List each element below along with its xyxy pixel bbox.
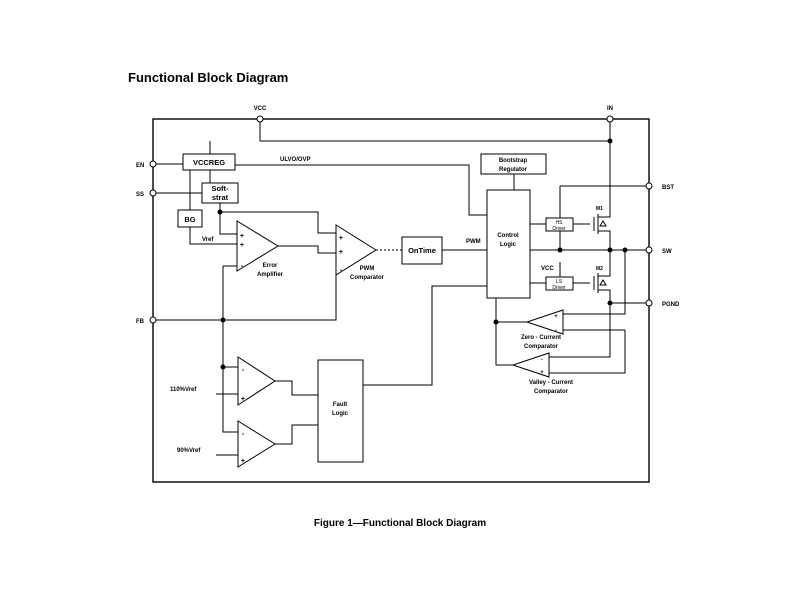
svg-text:-: - [340, 265, 343, 274]
vccreg-label: VCCREG [193, 158, 225, 167]
vref-label: Vref [202, 237, 214, 243]
m2-mosfet: M2 [593, 250, 611, 303]
ulvo-line [235, 164, 487, 216]
svg-text:-: - [242, 365, 245, 374]
ic-boundary [152, 118, 650, 483]
vccreg-to-ss [189, 170, 211, 210]
bg-label: BG [184, 215, 195, 224]
fault-to-control [363, 285, 487, 386]
m1-mosfet: M1 [593, 206, 611, 250]
bootstrap-label-2: Regulator [499, 167, 528, 173]
pin-fb-label: FB [136, 319, 145, 325]
svg-text:+: + [240, 240, 245, 249]
ss-to-ea [219, 203, 336, 234]
in-rail [260, 119, 611, 142]
ls-driver-block: LS Driver [545, 276, 574, 291]
uv-comparator: - + [237, 420, 276, 468]
pin-sw: SW [645, 246, 672, 255]
pin-bst: BST [645, 182, 674, 191]
pin-ss-label: SS [136, 192, 144, 198]
svg-text:+: + [339, 233, 344, 242]
pwm-comparator: + + - PWM Comparator [335, 224, 385, 281]
err-label-2: Amplifier [257, 272, 284, 278]
svg-text:+: + [240, 231, 245, 240]
svg-text:-: - [541, 357, 543, 363]
control-label-2: Logic [500, 242, 517, 248]
valley-label-1: Valley - Current [529, 380, 573, 386]
ls-label-1: LS [556, 279, 563, 285]
fault-label-1: Fault [333, 402, 347, 408]
valley-label-2: Comparator [534, 389, 569, 395]
ea-to-pwm [278, 245, 336, 254]
svg-text:+: + [241, 456, 246, 465]
fault-logic-block: Fault Logic [317, 359, 364, 463]
err-label-1: Error [263, 263, 278, 269]
page-title: Functional Block Diagram [128, 70, 289, 85]
pin-bst-label: BST [662, 185, 674, 191]
ov-comparator: - + [237, 356, 276, 406]
ontime-label: OnTime [408, 246, 436, 255]
uv-ref-label: 90%Vref [177, 448, 201, 454]
ov-ref-label: 110%Vref [170, 387, 197, 393]
svg-text:-: - [242, 429, 245, 438]
svg-text:-: - [241, 261, 244, 270]
pin-in-label: IN [607, 106, 613, 112]
zero-label-1: Zero - Current [521, 335, 561, 341]
bg-to-ea [189, 227, 237, 245]
driver-vcc-label: VCC [541, 266, 554, 272]
control-to-drivers [530, 223, 590, 284]
pin-pgnd: PGND [645, 299, 680, 308]
ss-to-ea-plus [219, 212, 237, 235]
svg-text:-: - [555, 328, 557, 334]
pwmc-label-2: Comparator [350, 275, 385, 281]
ulvo-ovp-label: ULVO/OVP [280, 157, 311, 163]
zero-current-comparator: + - Zero - Current Comparator [521, 309, 564, 350]
pin-sw-label: SW [662, 249, 672, 255]
fb-to-ea [222, 265, 237, 320]
svg-text:+: + [241, 394, 246, 403]
pwmc-label-1: PWM [360, 266, 375, 272]
pin-fb: FB [136, 316, 157, 325]
error-amplifier: + + - Error Amplifier [236, 220, 284, 278]
pin-pgnd-label: PGND [662, 302, 680, 308]
svg-text:+: + [554, 314, 558, 320]
fb-line [153, 268, 337, 321]
svg-text:+: + [540, 370, 544, 376]
fault-label-2: Logic [332, 411, 349, 417]
pin-ss: SS [136, 189, 157, 198]
pin-vcc-label: VCC [254, 106, 267, 112]
comps-to-fault [275, 380, 318, 445]
vccreg-block: VCCREG [182, 153, 236, 171]
ls-label-2: Driver [552, 285, 566, 291]
bootstrap-label-1: Bootstrap [499, 158, 528, 164]
zero-label-2: Comparator [524, 344, 559, 350]
pin-en-label: EN [136, 163, 144, 169]
softstart-label-2: strat [212, 193, 229, 202]
hs-driver-block: HS Driver [545, 217, 574, 232]
softstart-label-1: Soft- [211, 184, 229, 193]
pin-in: IN [606, 106, 614, 123]
pin-vcc: VCC [254, 106, 267, 123]
hs-label-2: Driver [552, 226, 566, 232]
valley-current-comparator: - + Valley - Current Comparator [511, 352, 573, 395]
pin-en: EN [136, 160, 157, 169]
figure-caption: Figure 1—Functional Block Diagram [313, 518, 487, 529]
m2-label: M2 [596, 266, 603, 272]
fb-to-fault-comps [222, 320, 238, 433]
ontime-block: OnTime [401, 236, 443, 265]
hs-label-1: HS [556, 220, 564, 226]
control-label-1: Control [497, 233, 519, 239]
softstart-block: Soft- strat [201, 182, 239, 204]
control-logic-block: Control Logic [486, 189, 531, 299]
svg-text:+: + [339, 247, 344, 256]
m1-label: M1 [596, 206, 603, 212]
junction-dots [217, 138, 628, 370]
pwm-signal-label: PWM [466, 239, 481, 245]
bootstrap-regulator-block: Bootstrap Regulator [480, 153, 547, 175]
bg-block: BG [177, 209, 203, 228]
